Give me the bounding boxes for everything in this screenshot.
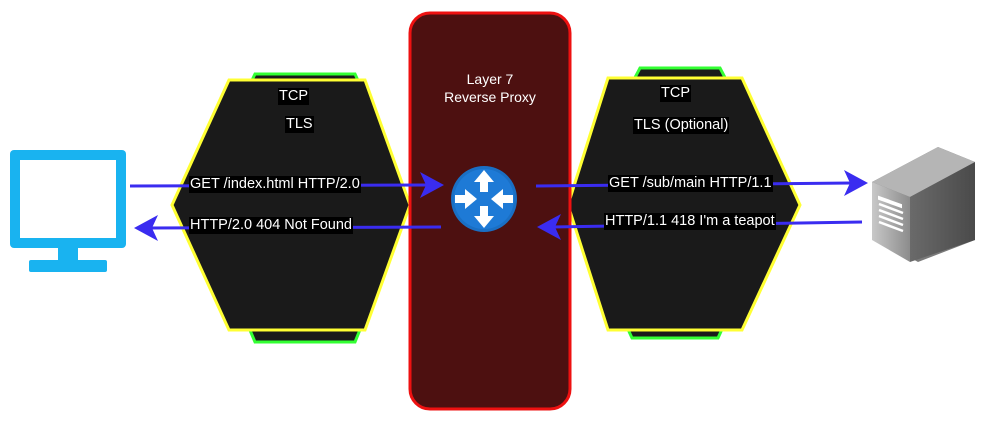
- client-tcp-label: TCP: [278, 88, 309, 105]
- server-tower-icon: [872, 147, 975, 262]
- client-request-label: GET /index.html HTTP/2.0: [189, 176, 361, 193]
- client-response-label: HTTP/2.0 404 Not Found: [189, 217, 353, 234]
- client-tunnel: [170, 72, 412, 344]
- proxy-title: Layer 7 Reverse Proxy: [410, 70, 570, 106]
- server-request-label: GET /sub/main HTTP/1.1: [608, 175, 773, 192]
- server-tls-label: TLS (Optional): [633, 117, 730, 134]
- proxy-title-line1: Layer 7: [466, 71, 514, 87]
- client-tls-label: TLS: [285, 116, 314, 133]
- server-response-label: HTTP/1.1 418 I'm a teapot: [604, 213, 776, 230]
- monitor-icon: [10, 150, 126, 272]
- router-icon: [451, 166, 517, 232]
- server-tcp-label: TCP: [660, 85, 691, 102]
- server-tls-tunnel: [566, 76, 802, 332]
- server-tunnel: [566, 66, 802, 340]
- proxy-title-line2: Reverse Proxy: [444, 89, 536, 105]
